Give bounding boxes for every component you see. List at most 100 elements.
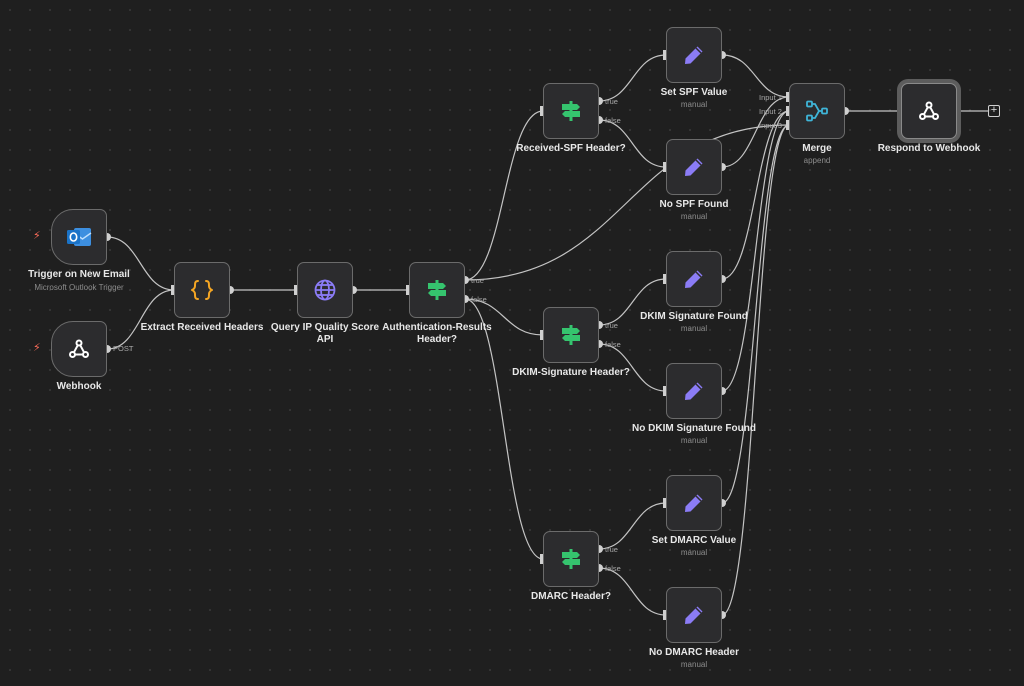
port-label-false: false [471, 295, 487, 304]
connection-setspf-to-merge1[interactable] [721, 54, 790, 98]
connection-dmarc-true-to-set[interactable] [598, 502, 667, 550]
pencil-icon [682, 379, 706, 403]
merge-input-label: Input 1 [759, 93, 782, 102]
node-set-spf-value[interactable] [666, 27, 722, 83]
node-dmarc-header[interactable] [543, 531, 599, 587]
node-title: Query IP Quality Score API [270, 322, 380, 345]
trigger-lightning-icon: ⚡ [33, 342, 41, 354]
input-handle[interactable] [786, 106, 789, 116]
connection-auth-false-to-dmarc[interactable] [464, 298, 544, 560]
webhook-icon [67, 337, 91, 361]
pencil-icon [682, 155, 706, 179]
node-title: Trigger on New Email [28, 269, 130, 280]
node-no-spf-found[interactable] [666, 139, 722, 195]
connection-dkim-false-to-none[interactable] [598, 343, 667, 392]
input-handle[interactable] [663, 498, 666, 508]
signpost-icon [559, 323, 583, 347]
connection-nodmarc-to-merge3[interactable] [721, 124, 790, 616]
node-subtitle: manual [680, 324, 708, 333]
connection-trigger-to-extract[interactable] [106, 236, 175, 291]
node-title: Set SPF Value [660, 87, 728, 98]
input-handle[interactable] [294, 285, 297, 295]
code-braces-icon [189, 278, 215, 302]
port-label-false: false [605, 564, 621, 573]
node-set-dmarc-value[interactable] [666, 475, 722, 531]
input-handle[interactable] [540, 330, 543, 340]
node-title: No DMARC Header [648, 647, 739, 658]
connection-spf-true-to-set[interactable] [598, 54, 667, 102]
node-title: Set DMARC Value [651, 535, 737, 546]
connection-auth-false-to-dkim[interactable] [464, 298, 544, 336]
port-label-true: true [471, 276, 484, 285]
input-handle[interactable] [898, 106, 901, 116]
node-dkim-signature-header[interactable] [543, 307, 599, 363]
merge-input-label: Input 3 [759, 121, 782, 130]
node-title: Extract Received Headers [140, 322, 264, 333]
port-label-true: true [605, 545, 618, 554]
node-trigger-on-new-email[interactable] [51, 209, 107, 265]
pencil-icon [682, 43, 706, 67]
node-extract-received-headers[interactable] [174, 262, 230, 318]
port-label-false: false [605, 116, 621, 125]
input-handle[interactable] [540, 554, 543, 564]
connection-dkimfound-to-merge2[interactable] [721, 110, 790, 280]
port-label-false: false [605, 340, 621, 349]
node-webhook[interactable] [51, 321, 107, 377]
node-title: Merge [802, 143, 832, 154]
node-title: Respond to Webhook [877, 143, 981, 154]
pencil-icon [682, 491, 706, 515]
connection-dmarc-false-to-none[interactable] [598, 567, 667, 616]
node-subtitle: manual [680, 100, 708, 109]
merge-input-label: Input 2 [759, 107, 782, 116]
connection-auth-true-to-merge3[interactable] [464, 124, 790, 281]
node-authentication-results-header[interactable] [409, 262, 465, 318]
node-no-dmarc-header[interactable] [666, 587, 722, 643]
node-title: Authentication-Results Header? [382, 322, 492, 345]
webhook-icon [917, 99, 941, 123]
input-handle[interactable] [663, 274, 666, 284]
node-title: DMARC Header? [530, 591, 611, 602]
plus-icon: + [990, 104, 998, 116]
node-subtitle: manual [680, 436, 708, 445]
connection-nospf-to-merge1[interactable] [721, 96, 790, 168]
node-subtitle: Microsoft Outlook Trigger [34, 283, 124, 292]
node-subtitle: manual [680, 660, 708, 669]
connection-spf-false-to-none[interactable] [598, 119, 667, 168]
input-handle[interactable] [663, 50, 666, 60]
node-subtitle: append [803, 156, 831, 165]
signpost-icon [559, 547, 583, 571]
input-handle[interactable] [540, 106, 543, 116]
node-subtitle: manual [680, 548, 708, 557]
node-respond-to-webhook[interactable] [901, 83, 957, 139]
input-handle[interactable] [663, 610, 666, 620]
connection-nodkim-to-merge2[interactable] [721, 110, 790, 392]
node-merge[interactable] [789, 83, 845, 139]
signpost-icon [425, 278, 449, 302]
input-handle[interactable] [786, 120, 789, 130]
connection-webhook-to-extract[interactable] [106, 289, 175, 350]
input-handle[interactable] [786, 92, 789, 102]
node-no-dkim-signature-found[interactable] [666, 363, 722, 419]
node-title: No DKIM Signature Found [632, 423, 756, 434]
node-dkim-signature-found[interactable] [666, 251, 722, 307]
node-title: No SPF Found [659, 199, 729, 210]
add-node-button[interactable]: + [988, 105, 1000, 117]
node-subtitle: manual [680, 212, 708, 221]
input-handle[interactable] [663, 162, 666, 172]
port-label-post: POST [113, 344, 134, 353]
input-handle[interactable] [171, 285, 174, 295]
input-handle[interactable] [663, 386, 666, 396]
connection-dkim-true-to-found[interactable] [598, 278, 667, 326]
node-received-spf-header[interactable] [543, 83, 599, 139]
pencil-icon [682, 603, 706, 627]
connection-auth-true-to-spf[interactable] [464, 110, 544, 281]
pencil-icon [682, 267, 706, 291]
node-query-ip-quality-score-api[interactable] [297, 262, 353, 318]
outlook-icon [66, 225, 92, 249]
node-title: Received-SPF Header? [516, 143, 626, 154]
connection-setdmarc-to-merge3[interactable] [721, 124, 790, 504]
input-handle[interactable] [406, 285, 409, 295]
node-title: DKIM Signature Found [640, 311, 748, 322]
